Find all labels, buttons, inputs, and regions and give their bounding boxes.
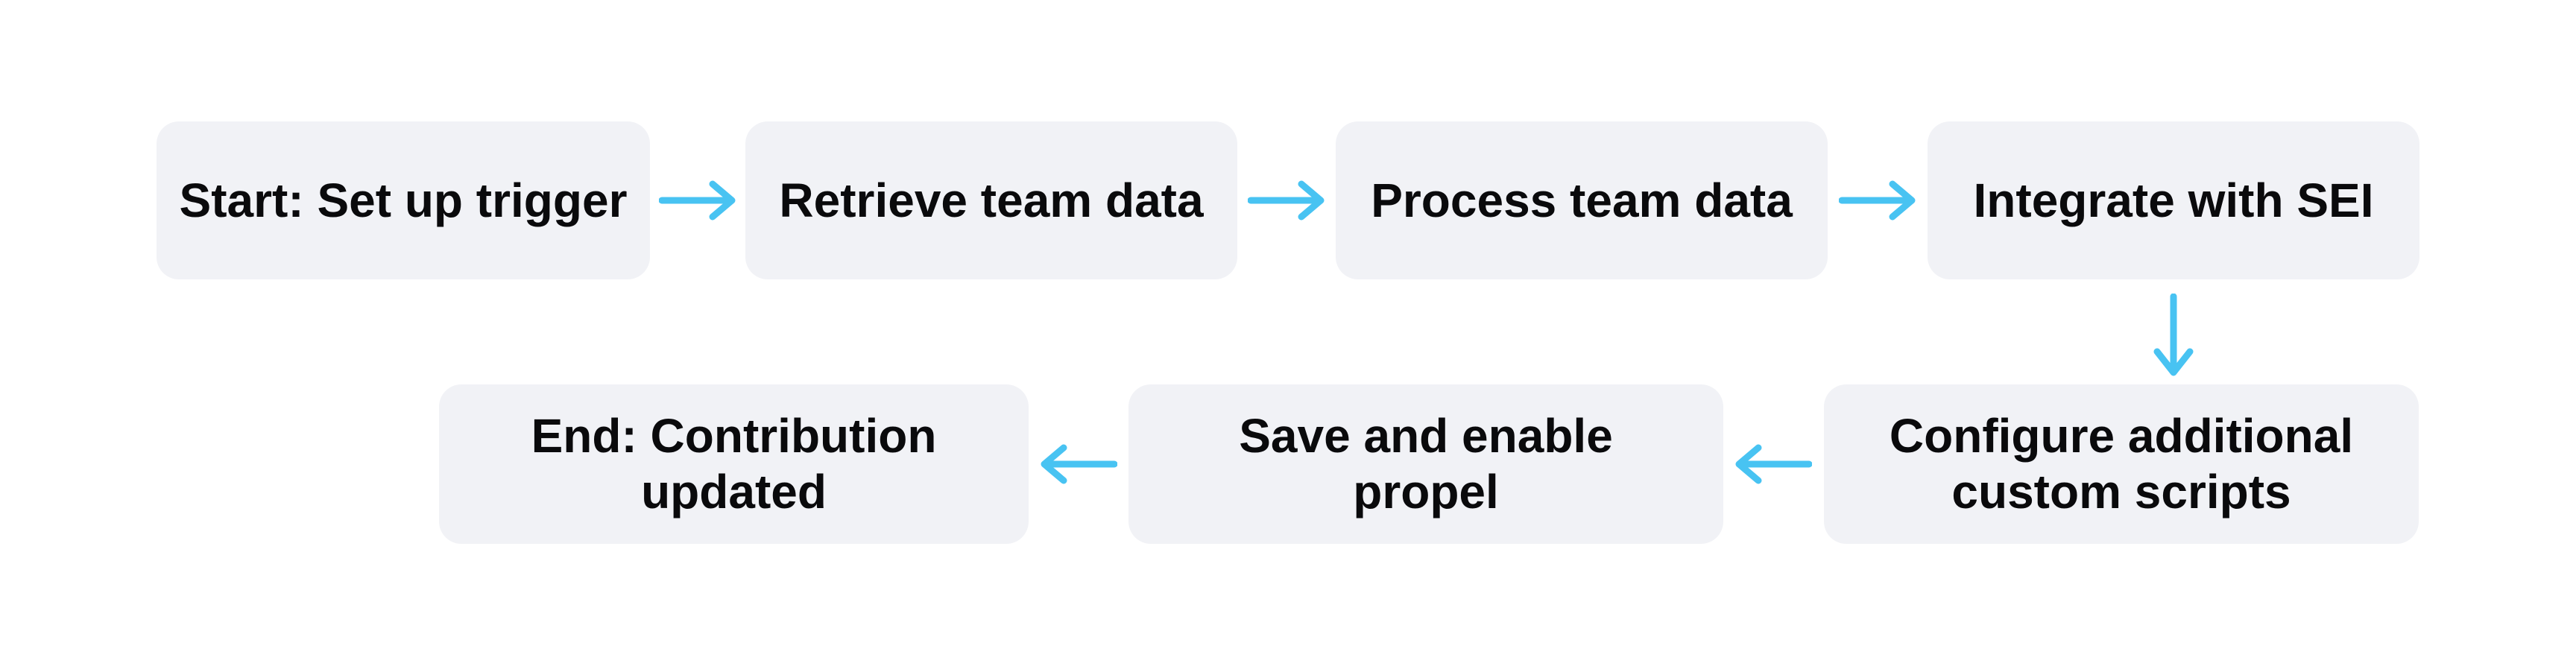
flow-node-process-team-data: Process team data — [1336, 121, 1828, 279]
flow-node-label: Process team data — [1371, 173, 1793, 227]
arrow-right-icon — [1839, 177, 1916, 224]
arrow-down-icon — [2150, 294, 2197, 377]
flow-node-label: Start: Set up trigger — [179, 173, 628, 227]
flow-node-label: End: Contribution updated — [531, 409, 937, 519]
flow-node-label: Retrieve team data — [779, 173, 1204, 227]
flow-node-start: Start: Set up trigger — [157, 121, 650, 279]
flow-node-configure-custom-scripts: Configure additional custom scripts — [1824, 384, 2419, 544]
arrow-left-icon — [1040, 440, 1117, 488]
flow-node-label: Configure additional custom scripts — [1889, 409, 2354, 519]
arrow-left-icon — [1734, 440, 1812, 488]
arrow-right-icon — [659, 177, 736, 224]
flow-node-retrieve-team-data: Retrieve team data — [745, 121, 1237, 279]
flow-node-save-and-enable-propel: Save and enable propel — [1128, 384, 1723, 544]
flow-node-label: Integrate with SEI — [1973, 173, 2374, 227]
arrow-right-icon — [1248, 177, 1325, 224]
flow-node-label: Save and enable propel — [1239, 409, 1613, 519]
flow-node-end: End: Contribution updated — [439, 384, 1029, 544]
flow-node-integrate-with-sei: Integrate with SEI — [1928, 121, 2419, 279]
